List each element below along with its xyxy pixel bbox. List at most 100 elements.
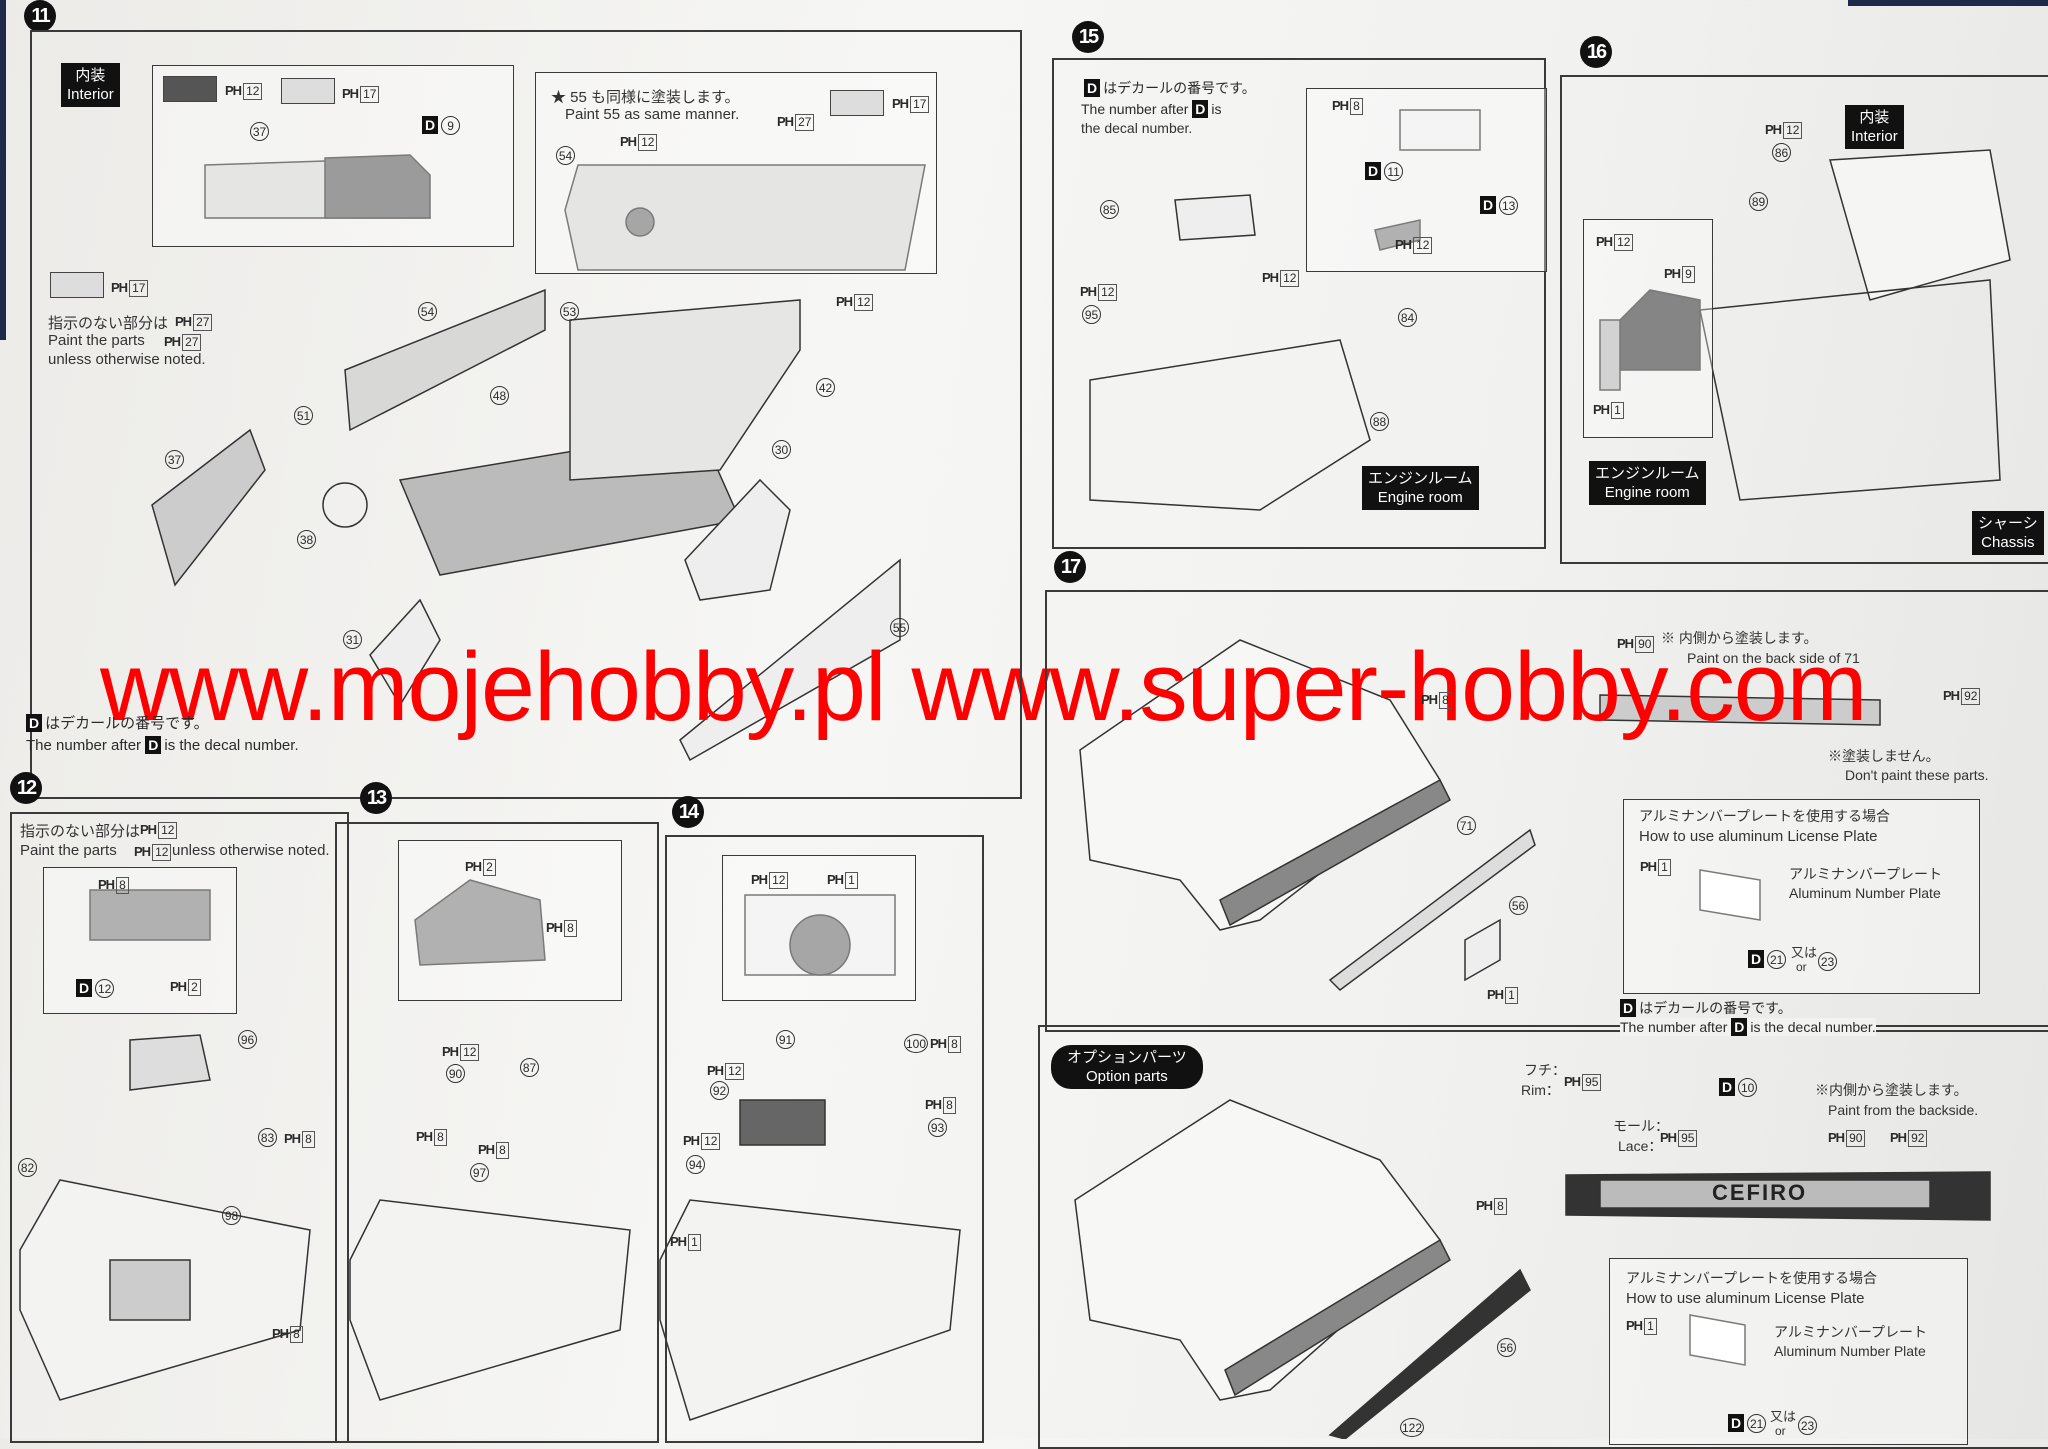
note-en: The number after — [26, 737, 142, 754]
paint-number: 12 — [701, 1133, 721, 1150]
paint-prefix: PH — [1660, 1130, 1677, 1145]
decal-prefix: D — [1365, 162, 1382, 180]
paint-number: 12 — [158, 822, 178, 839]
detail-inset — [398, 840, 622, 1001]
paint-number: 12 — [1413, 237, 1433, 254]
paint-number: 17 — [129, 280, 149, 297]
decal-number: 23 — [1818, 952, 1837, 971]
paint-number: 27 — [182, 334, 202, 351]
step-number: 13 — [360, 782, 392, 814]
paint-number: 17 — [360, 86, 380, 103]
label-ja: 内装 — [1859, 109, 1890, 126]
paint-prefix: PH — [111, 280, 128, 295]
paint-number: 95 — [1678, 1130, 1698, 1147]
paint-prefix: PH — [1421, 692, 1438, 707]
note-ja: はデカールの番号です。 — [1639, 1000, 1792, 1016]
step-17-panel — [1045, 590, 2048, 1032]
label-ja: エンジンルーム — [1368, 470, 1473, 487]
paint-prefix: PH — [836, 294, 853, 309]
color-swatch-light — [830, 90, 884, 116]
paint-number: 2 — [483, 859, 496, 876]
decal-prefix: D — [1728, 1414, 1745, 1432]
label-en: Option parts — [1085, 1068, 1168, 1085]
part-number: 100 — [904, 1034, 929, 1053]
paint-prefix: PH — [1564, 1074, 1581, 1089]
decal-prefix: D — [1719, 1078, 1736, 1096]
paint-prefix: PH — [416, 1129, 433, 1144]
lace-label-en: Lace： — [1618, 1138, 1663, 1154]
paint-prefix: PH — [342, 86, 359, 101]
part-number: 54 — [556, 146, 575, 165]
note-en: The number after — [1081, 101, 1189, 117]
part-number: 95 — [1082, 305, 1101, 324]
part-number: 91 — [776, 1030, 795, 1049]
paint-prefix: PH — [1476, 1198, 1493, 1213]
default-paint-note: 指示のない部分は — [48, 312, 168, 333]
paint-prefix: PH — [272, 1326, 289, 1341]
label-en: Interior — [1851, 128, 1898, 145]
paint-number: 8 — [1350, 98, 1363, 115]
binder-edge — [1848, 0, 2048, 6]
detail-inset — [722, 855, 916, 1001]
part-number: 94 — [686, 1155, 705, 1174]
part-number: 87 — [520, 1058, 539, 1077]
note-en: Paint on the back side of 71 — [1687, 650, 1860, 666]
part-number: 71 — [1457, 816, 1476, 835]
decal-prefix: D — [422, 116, 439, 134]
part-number: 56 — [1497, 1338, 1516, 1357]
part-number: 48 — [490, 386, 509, 405]
rear-seat-illustration — [569, 299, 801, 481]
binder-edge — [0, 0, 6, 340]
color-swatch-light — [281, 78, 335, 104]
paint-number: 92 — [1961, 688, 1981, 705]
step-11-panel — [30, 30, 1022, 799]
paint-prefix: PH — [442, 1044, 459, 1059]
paint-prefix: PH — [134, 844, 151, 859]
paint-number: 12 — [769, 872, 789, 889]
part-number: 96 — [238, 1030, 257, 1049]
paint-number: 12 — [1098, 284, 1118, 301]
paint-number: 27 — [795, 114, 815, 131]
decal-prefix: D — [76, 979, 93, 997]
step-number: 14 — [672, 796, 704, 828]
decal-prefix: D — [145, 736, 162, 754]
note-en: The number after — [1620, 1019, 1728, 1035]
paint-prefix: PH — [1596, 234, 1613, 249]
paint-number: 12 — [1280, 270, 1300, 287]
paint-prefix: PH — [1617, 636, 1634, 651]
label-ja: オプションパーツ — [1067, 1049, 1187, 1066]
part-number: 98 — [222, 1206, 241, 1225]
door-panel-illustration — [564, 164, 926, 271]
part-number: 89 — [1749, 192, 1768, 211]
decal-prefix: D — [1748, 950, 1765, 968]
paint-number: 1 — [1505, 987, 1518, 1004]
step-number: 15 — [1072, 21, 1104, 53]
paint-prefix: PH — [1943, 688, 1960, 703]
paint-prefix: PH — [175, 314, 192, 329]
note-en: unless otherwise noted. — [172, 842, 330, 859]
part-number: 31 — [343, 630, 362, 649]
battery-detail-inset — [1583, 219, 1713, 438]
part-number: 122 — [1400, 1418, 1425, 1437]
paint-number: 12 — [152, 844, 172, 861]
option-parts-label: オプションパーツ Option parts — [1051, 1045, 1203, 1089]
rim-label-en: Rim： — [1521, 1082, 1560, 1098]
paint-number: 8 — [116, 877, 129, 894]
color-swatch-dark — [163, 76, 217, 102]
